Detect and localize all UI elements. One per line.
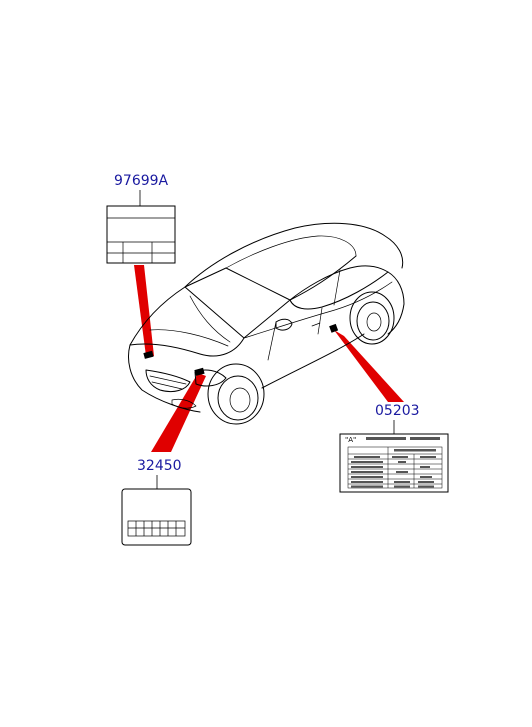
car-illustration: [128, 222, 405, 425]
car-side-sill: [261, 333, 365, 389]
car-front-wheel-arch: [207, 363, 265, 425]
car-front-hub: [229, 387, 251, 413]
part-number-tire: 05203: [375, 403, 420, 419]
car-roof: [184, 222, 404, 288]
car-side-window: [289, 265, 389, 310]
leader-emission-label: [134, 265, 154, 356]
car-rear-wheel-arch: [349, 291, 395, 345]
part-number-emission: 97699A: [114, 173, 169, 189]
car-hood-center: [189, 295, 231, 343]
radiator-label-body: [121, 488, 192, 546]
car-hood: [129, 286, 245, 357]
radiator-label-marker: [194, 367, 205, 376]
part-emission-label: 97699A: [106, 173, 176, 264]
part-number-radiator: 32450: [137, 458, 182, 474]
car-rear-hub: [366, 312, 382, 332]
car-grille: [145, 369, 191, 393]
car-front-fascia: [128, 344, 201, 413]
car-rear-wheel: [356, 301, 390, 341]
leader-radiator-label: [151, 373, 206, 452]
emission-label-body: [106, 205, 176, 264]
car-roof-inner: [225, 235, 357, 269]
emission-label-marker: [143, 350, 154, 359]
car-rear-quarter: [387, 271, 405, 335]
car-side-line: [243, 281, 393, 339]
radiator-label-grid: [127, 520, 186, 537]
car-windshield: [184, 267, 291, 339]
tire-label-table: [347, 446, 443, 489]
car-a-pillar: [289, 255, 357, 301]
car-grille-bars: [149, 375, 187, 390]
tire-label-marker: [329, 323, 339, 333]
car-door-handle: [311, 322, 321, 327]
part-radiator-label: 32450: [121, 458, 192, 546]
tire-label-header-mark: "A": [345, 436, 356, 444]
car-fog-light: [171, 398, 197, 409]
car-headlight: [194, 369, 227, 387]
car-b-pillar: [333, 269, 341, 306]
car-door: [267, 307, 323, 361]
leader-lines: [134, 265, 404, 452]
tire-label-fine-print: [351, 437, 440, 488]
car-front-wheel: [217, 375, 259, 421]
car-hood-crease: [149, 329, 229, 347]
part-tire-label: 05203 "A": [339, 403, 449, 493]
car-mirror: [275, 318, 293, 331]
leader-tire-label: [334, 330, 404, 402]
